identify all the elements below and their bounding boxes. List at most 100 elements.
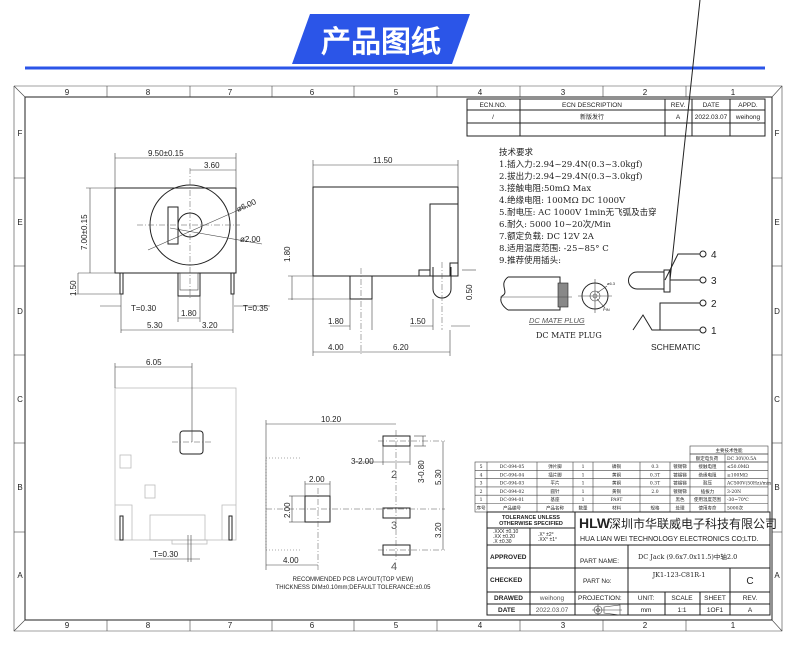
part-name-label: PART NAME: — [580, 558, 619, 565]
tech-item: 6.耐久: 5000 10~20次/Min — [499, 219, 612, 230]
rev-value: A — [748, 607, 753, 614]
bom-cell: 镀锡锑 — [673, 488, 687, 495]
bom-cell: 1 — [582, 489, 585, 495]
bom-cell: 1 — [582, 481, 585, 487]
bom-spec-title: 主要技术性能 — [716, 447, 743, 454]
col-label: 1 — [731, 621, 736, 630]
col-label: 9 — [65, 621, 70, 630]
bom-cell: 数量 — [579, 505, 588, 512]
bom-cell: 0.3T — [650, 472, 660, 478]
tech-requirements: 技术要求 1.插入力:2.94~29.4N(0.3~3.0kgf) 2.拔出力:… — [499, 147, 657, 266]
tolerance-title: TOLERANCE UNLESS — [502, 515, 560, 521]
bom-cell: 使用寿命 — [699, 505, 717, 512]
bom-cell: PA9T — [611, 497, 623, 503]
scale-label: SCALE — [671, 595, 693, 602]
part-name: DC Jack (9.6x7.0x11.5)中轴2.0 — [638, 552, 737, 561]
bom-cell: ≥100MΩ — [727, 472, 748, 478]
sheet-value: 1OF1 — [707, 607, 724, 614]
bom-cell: 材料 — [612, 505, 621, 512]
col-label: 5 — [394, 621, 399, 630]
company-name-cn: 深圳市华联威电子科技有限公司 — [609, 516, 777, 531]
bom-cell: 耐压 — [703, 480, 712, 487]
tech-item: 5.耐电压: AC 1000V 1min无飞弧及击穿 — [499, 207, 657, 218]
dim-right: 6.20 — [393, 343, 409, 352]
tolerance-title: OTHERWISE SPECIFIED — [499, 521, 563, 527]
pcb-pad-height: 3-0.80 — [417, 460, 426, 483]
frame: 9 8 7 6 5 4 3 2 1 9 8 7 6 5 4 3 2 1 F E … — [13, 85, 783, 632]
bom-cell: AC500V(50Hz)/min — [726, 480, 771, 487]
side-view: 11.50 1.80 0.50 1.80 1.50 4.00 6.20 — [283, 156, 476, 356]
banner-shape — [292, 14, 470, 64]
tech-item: 4.绝缘电阻: 100MΩ DC 1000V — [499, 195, 626, 206]
bom-cell: 2.0 — [651, 489, 658, 495]
tolerance-value: .X ±0.30 — [493, 539, 512, 545]
bom-cell: 处理 — [676, 505, 685, 512]
col-label: 6 — [310, 88, 315, 97]
dim-t-left: T=0.30 — [131, 304, 157, 313]
bom-cell: 1 — [480, 497, 483, 503]
row-label: E — [17, 218, 22, 227]
col-label: 7 — [228, 621, 233, 630]
bom-cell: DC-094-01 — [500, 497, 525, 503]
projection-label: PROJECTION: — [578, 595, 622, 602]
bom-cell: 使用温度范围 — [694, 496, 721, 503]
revision-table: ECN.NO. ECN DESCRIPTION REV. DATE APPD. … — [466, 98, 766, 137]
pcb-square-width: 2.00 — [309, 475, 325, 484]
col-label: 3 — [561, 88, 566, 97]
tolerance-angle: .X° ±2° — [538, 532, 554, 538]
pcb-pad-width: 3-2.00 — [351, 457, 374, 466]
rev-cell: A — [676, 114, 681, 121]
rev-cell: weihong — [735, 114, 761, 121]
part-rev: C — [746, 576, 753, 587]
tech-item: 3.接触电阻:50mΩ Max — [499, 183, 591, 194]
bom-cell: 1 — [582, 497, 585, 503]
pcb-caption: THICKNESS DIM±0.10mm;DEFAULT TOLERANCE:±… — [276, 585, 432, 591]
plug-diameter: ø6.3 — [607, 281, 616, 286]
bom-cell: 额定电负荷 — [696, 455, 719, 462]
dim-inner-diameter: ø2.00 — [240, 235, 261, 244]
tolerance-value: .XXX ±0.10 — [493, 529, 518, 535]
bom-cell: 0.3 — [651, 464, 658, 470]
bom-cell: DC-094-05 — [500, 464, 525, 470]
row-label: D — [17, 307, 23, 316]
dim-height: 7.00±0.15 — [80, 214, 89, 250]
row-label: C — [17, 395, 23, 404]
front-view: 9.50±0.15 3.60 7.00±0.15 1.50 ø6.00 ø2.0… — [69, 149, 270, 333]
bom-cell: DC 30V/0.5A — [727, 456, 757, 462]
bom-cell: 序号 — [477, 505, 486, 512]
rev-cell: 新版发行 — [580, 113, 604, 121]
pcb-caption: RECOMMENDED PCB LAYOUT(TOP VIEW) — [293, 577, 414, 583]
tech-item: 9.推荐使用插头: — [499, 255, 561, 266]
col-label: 1 — [731, 88, 736, 97]
col-label: 9 — [65, 88, 70, 97]
dim-offset: 0.50 — [465, 284, 474, 300]
banner-title: 产品图纸 — [321, 25, 441, 60]
rev-label: REV. — [743, 595, 758, 602]
dim-center: 3.60 — [204, 161, 220, 170]
bom-cell: 镀锡锑 — [673, 471, 687, 478]
unit-label: UNIT: — [638, 595, 654, 602]
plug-caption-italic: DC MATE PLUG — [529, 316, 585, 325]
bom-cell: 接触电阻 — [699, 463, 717, 470]
title-block: TOLERANCE UNLESS OTHERWISE SPECIFIED .XX… — [486, 511, 777, 616]
rev-header: DATE — [703, 102, 721, 109]
company-name-en: HUA LIAN WEI TECHNOLOGY ELECTRONICS CO;L… — [580, 536, 759, 543]
schematic-pin: 1 — [711, 326, 717, 337]
bom-cell: DC-094-04 — [500, 472, 525, 478]
col-label: 5 — [394, 88, 399, 97]
bom-cell: 插片脚 — [548, 471, 562, 478]
pcb-pin-label: 4 — [391, 561, 397, 573]
bom-cell: 圆针 — [551, 488, 560, 495]
row-label: D — [774, 307, 780, 316]
row-label: F — [775, 129, 780, 138]
checked-label: CHECKED — [490, 577, 522, 584]
bom-cell: 绝缘电阻 — [699, 471, 717, 478]
bom-cell: 黑色 — [676, 496, 685, 503]
schematic-title: SCHEMATIC — [651, 342, 700, 352]
tech-item: 8.适用温度范围: -25~85° C — [499, 243, 609, 254]
rev-header: ECN.NO. — [479, 102, 506, 109]
bom-cell: 5 — [480, 464, 483, 470]
scale-value: 1:1 — [677, 607, 686, 614]
